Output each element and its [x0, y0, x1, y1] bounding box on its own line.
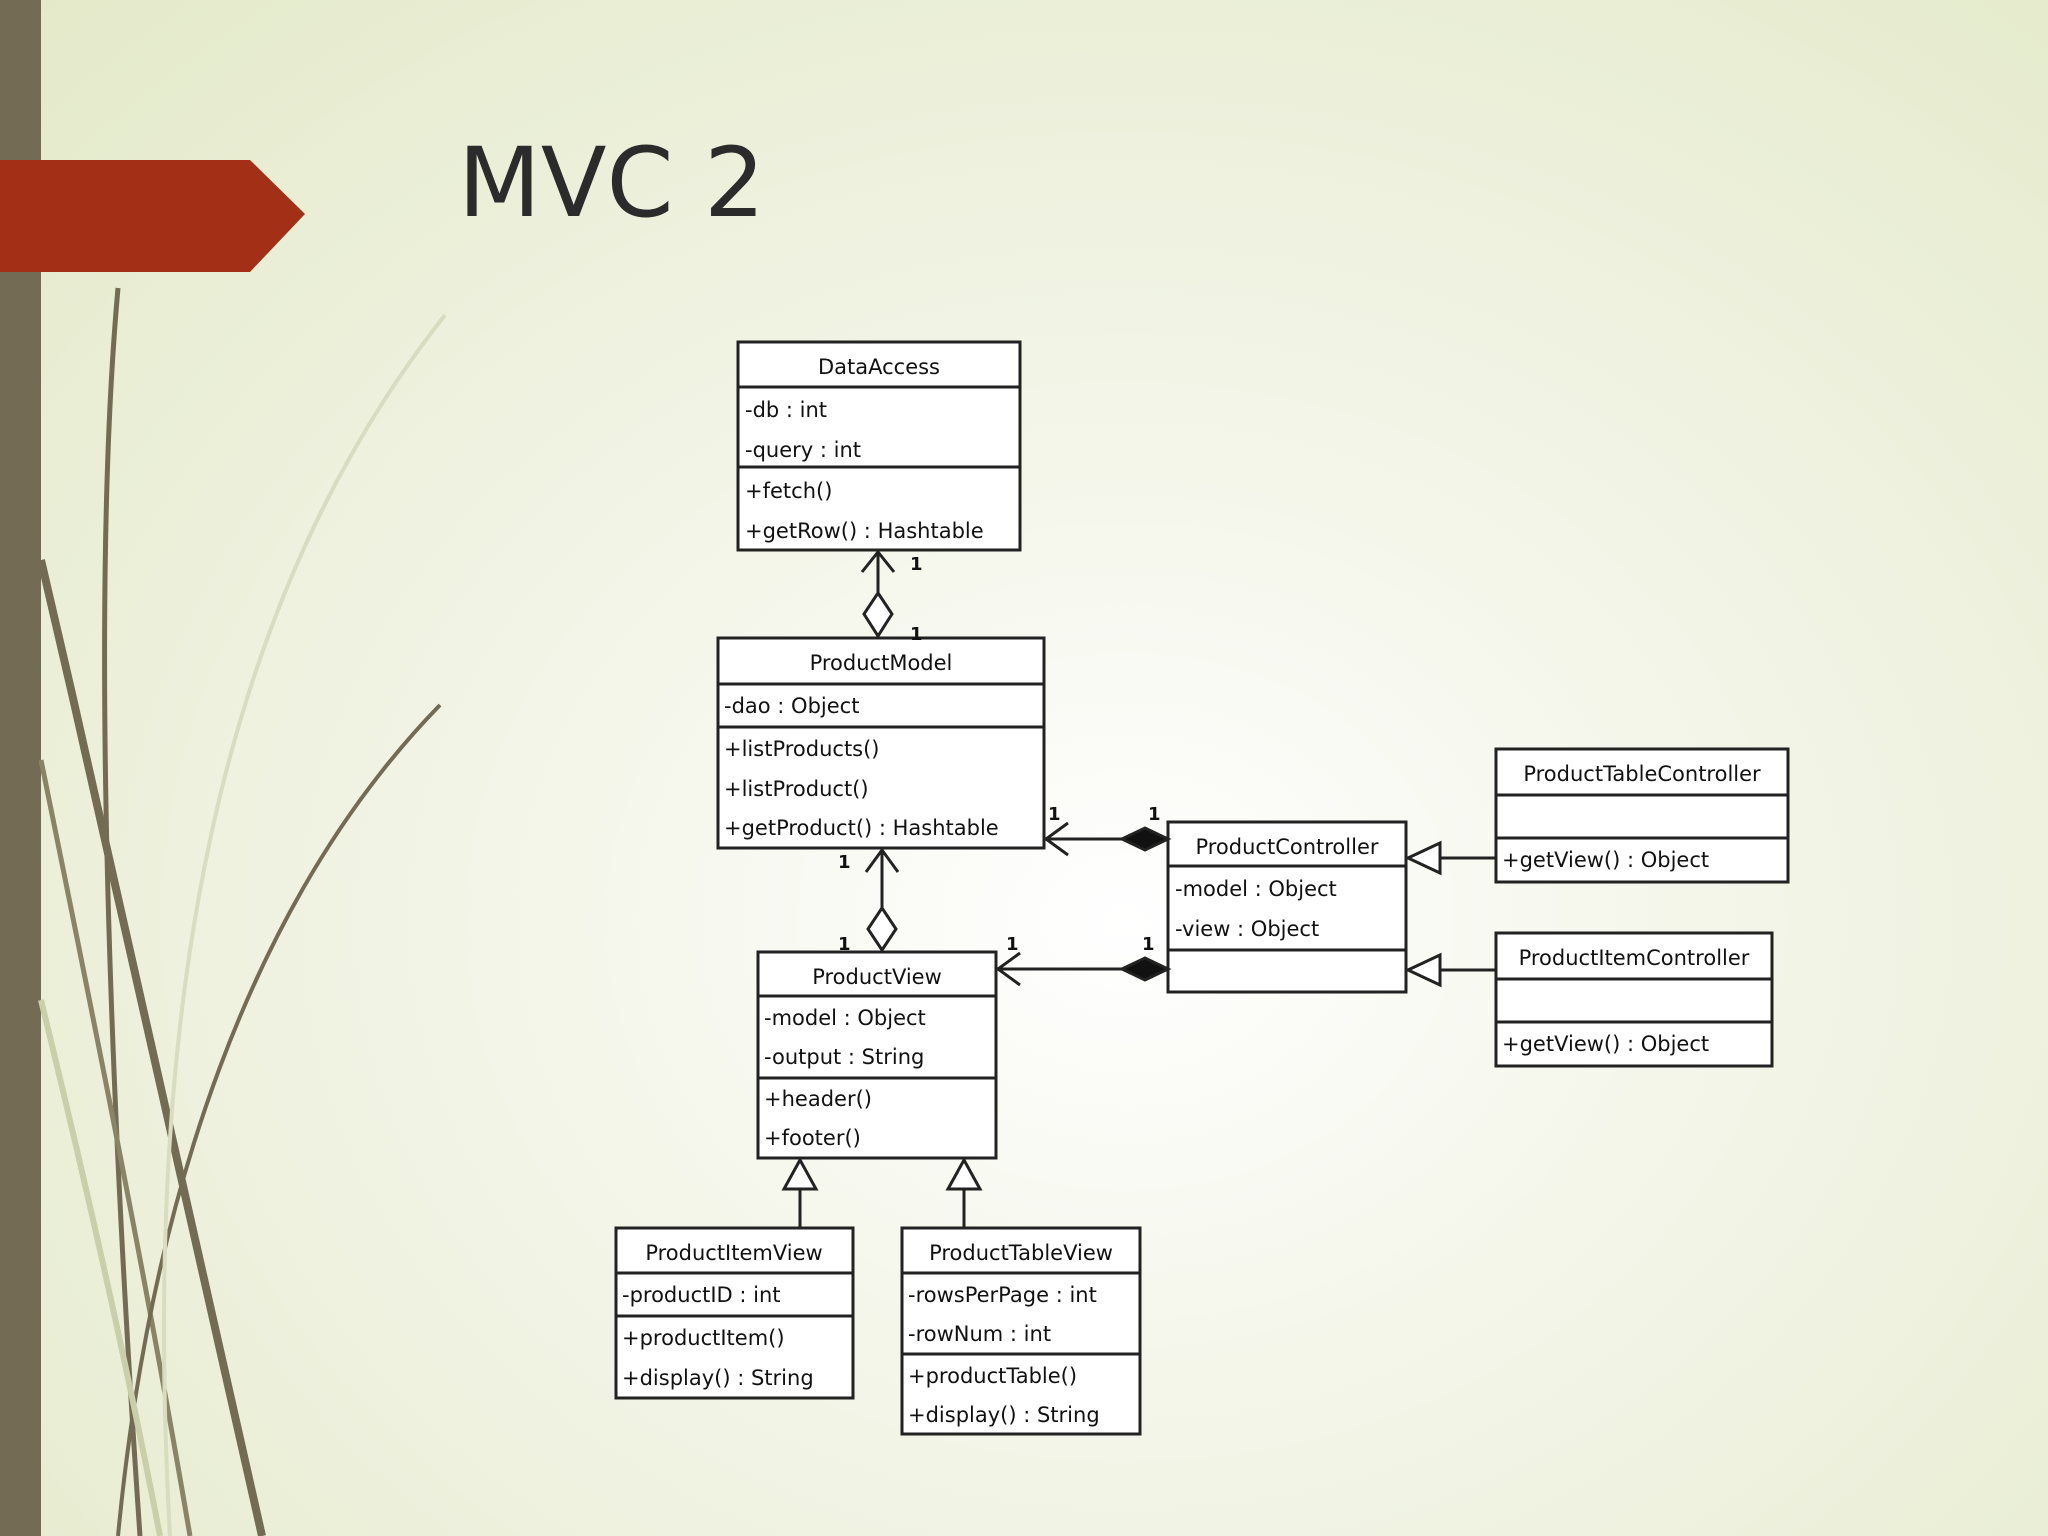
- method-fetch: +fetch(): [745, 479, 832, 503]
- section-arrow-shape: [0, 160, 305, 272]
- class-box-product-item-view: [614, 1226, 855, 1400]
- class-name-product-item-view: ProductItemView: [645, 1241, 822, 1265]
- attribute-view-output: -output : String: [764, 1045, 924, 1069]
- class-name-product-view: ProductView: [812, 965, 942, 989]
- method-item-display: +display() : String: [622, 1366, 814, 1390]
- multiplicity-dao-bottom: 1: [910, 624, 923, 645]
- class-name-product-model: ProductModel: [810, 651, 953, 675]
- arrowhead-model: [1043, 821, 1069, 857]
- generalization-triangle-item-view: [781, 1156, 819, 1191]
- arrowhead-view: [995, 951, 1021, 987]
- multiplicity-view-side: 1: [1006, 934, 1019, 955]
- attribute-row-num: -rowNum : int: [908, 1322, 1051, 1346]
- multiplicity-view-model-model: 1: [838, 852, 851, 873]
- attribute-query: -query : int: [745, 438, 861, 462]
- method-list-product: +listProduct(): [724, 777, 869, 801]
- method-product-table: +productTable(): [908, 1364, 1077, 1388]
- class-name-product-table-controller: ProductTableController: [1523, 762, 1761, 786]
- method-get-product: +getProduct() : Hashtable: [724, 816, 999, 840]
- relationship-lines: [781, 549, 1496, 1228]
- class-box-product-controller: [1166, 820, 1408, 994]
- attribute-controller-view: -view : Object: [1175, 917, 1319, 941]
- generalization-triangle-item-controller: [1404, 952, 1442, 988]
- attribute-view-model: -model : Object: [764, 1006, 926, 1030]
- class-box-product-table-controller: [1494, 747, 1790, 884]
- multiplicity-view-model-view: 1: [838, 934, 851, 955]
- method-footer: +footer(): [764, 1126, 861, 1150]
- slide-title: MVC 2: [458, 127, 766, 239]
- composition-diamond-view: [1118, 956, 1172, 982]
- attribute-db: -db : int: [745, 398, 827, 422]
- class-box-product-view: [756, 950, 998, 1160]
- attribute-controller-model: -model : Object: [1175, 877, 1337, 901]
- method-item-controller-get-view: +getView() : Object: [1502, 1032, 1709, 1056]
- method-list-products: +listProducts(): [724, 737, 880, 761]
- method-table-display: +display() : String: [908, 1403, 1100, 1427]
- generalization-triangle-table-controller: [1404, 840, 1442, 876]
- class-name-product-controller: ProductController: [1195, 835, 1378, 859]
- aggregation-diamond-view: [866, 905, 898, 953]
- class-box-product-model: [716, 636, 1046, 850]
- attribute-dao: -dao : Object: [724, 694, 859, 718]
- class-box-product-table-view: [900, 1226, 1142, 1436]
- generalization-triangle-table-view: [945, 1156, 983, 1191]
- class-name-data-access: DataAccess: [818, 355, 940, 379]
- attribute-rows-per-page: -rowsPerPage : int: [908, 1283, 1097, 1307]
- aggregation-diamond-dao: [862, 590, 894, 639]
- method-product-item: +productItem(): [622, 1326, 785, 1350]
- arrowhead-dao: [860, 549, 896, 573]
- arrowhead-model-from-view: [864, 847, 900, 873]
- class-name-product-item-controller: ProductItemController: [1519, 946, 1750, 970]
- composition-diamond-model: [1118, 826, 1172, 852]
- multiplicity-model-side: 1: [1048, 804, 1061, 825]
- multiplicity-dao-top: 1: [910, 554, 923, 575]
- method-table-controller-get-view: +getView() : Object: [1502, 848, 1709, 872]
- method-get-row: +getRow() : Hashtable: [745, 519, 984, 543]
- class-box-data-access: [736, 340, 1022, 552]
- multiplicity-controller-side-model: 1: [1148, 804, 1161, 825]
- class-box-product-item-controller: [1494, 931, 1774, 1068]
- class-name-product-table-view: ProductTableView: [929, 1241, 1113, 1265]
- method-header: +header(): [764, 1087, 872, 1111]
- multiplicity-controller-side-view: 1: [1142, 934, 1155, 955]
- attribute-product-id: -productID : int: [622, 1283, 781, 1307]
